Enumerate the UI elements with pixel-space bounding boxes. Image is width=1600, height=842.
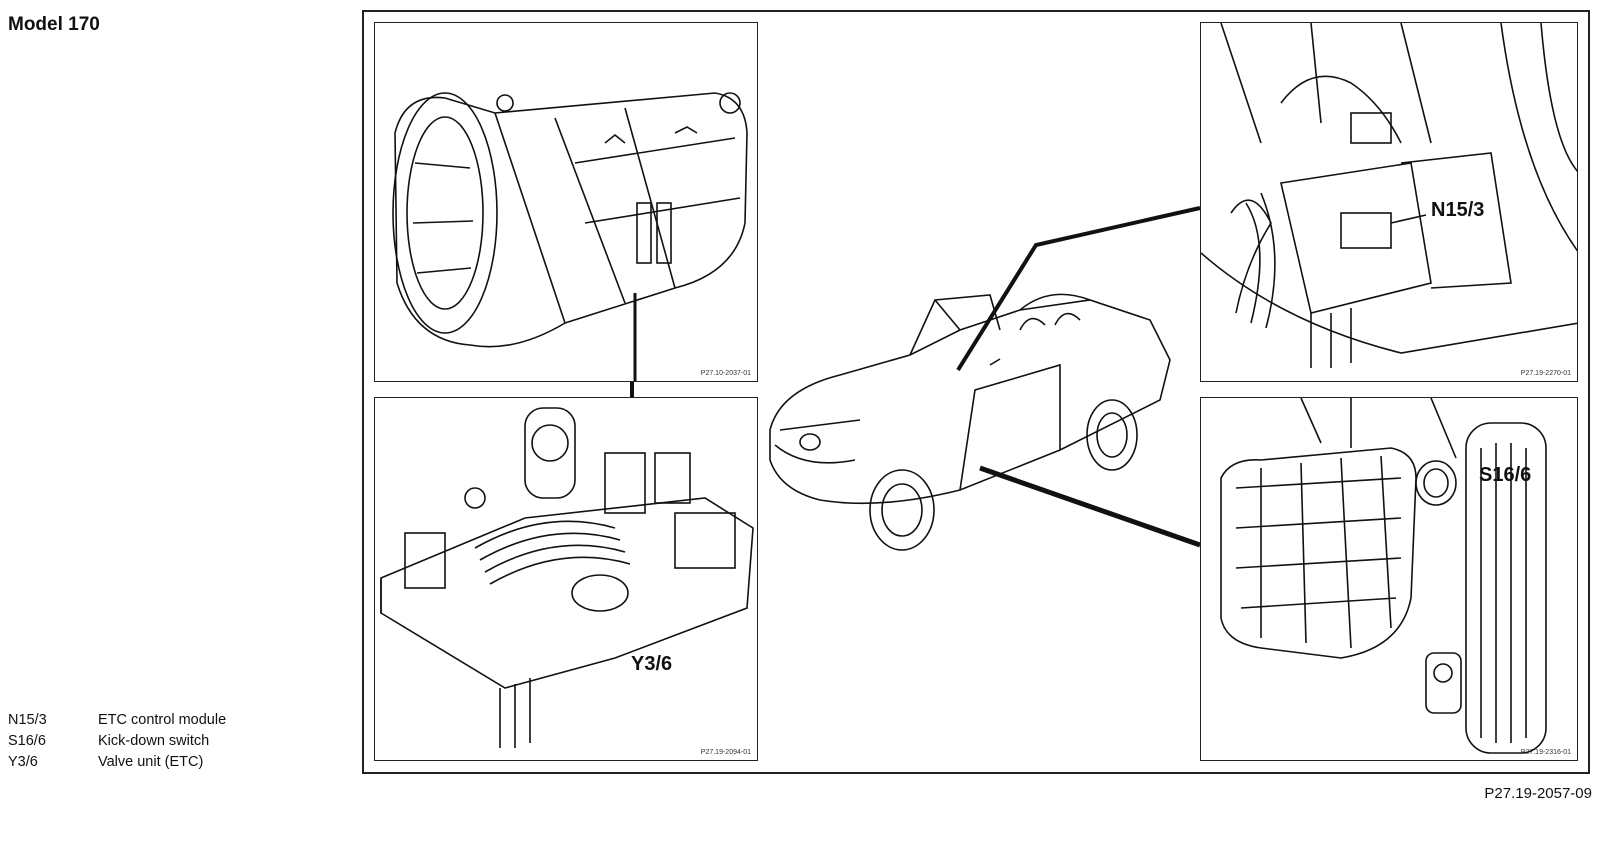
legend: N15/3 ETC control module S16/6 Kick-down… xyxy=(8,710,226,773)
callout-kickdown: S16/6 xyxy=(1479,464,1532,486)
model-title: Model 170 xyxy=(8,14,100,35)
valve-unit-drawing xyxy=(380,407,754,748)
legend-item: N15/3 ETC control module xyxy=(8,710,226,731)
panel-transmission: P27.10-2037-01 xyxy=(374,22,758,382)
transmission-drawing xyxy=(392,92,748,381)
panel-ref-control-module: P27.19-2270-01 xyxy=(1520,370,1571,377)
legend-code: N15/3 xyxy=(8,712,47,728)
panel-kickdown: S16/6 P27.19-2316-01 xyxy=(1200,397,1578,761)
legend-description: Kick-down switch xyxy=(98,733,210,749)
callout-valve-unit: Y3/6 xyxy=(631,653,673,675)
legend-item: Y3/6 Valve unit (ETC) xyxy=(8,752,226,773)
callout-control-module: N15/3 xyxy=(1431,199,1485,221)
panel-ref-kickdown: P27.19-2316-01 xyxy=(1520,749,1571,756)
legend-item: S16/6 Kick-down switch xyxy=(8,731,226,752)
legend-code: Y3/6 xyxy=(8,754,38,770)
legend-description: ETC control module xyxy=(98,712,227,728)
panel-ref-transmission: P27.10-2037-01 xyxy=(700,370,751,377)
legend-code: S16/6 xyxy=(8,733,46,749)
panel-valve-unit: Y3/6 P27.19-2094-01 xyxy=(374,397,758,761)
legend-description: Valve unit (ETC) xyxy=(98,754,204,770)
car-drawing xyxy=(769,293,1171,551)
figure-code: P27.19-2057-09 xyxy=(1484,785,1592,802)
kickdown-drawing xyxy=(1220,398,1547,754)
panel-ref-valve-unit: P27.19-2094-01 xyxy=(700,749,751,756)
control-module-drawing xyxy=(1201,23,1577,368)
panel-control-module: N15/3 P27.19-2270-01 xyxy=(1200,22,1578,382)
diagram-frame xyxy=(362,10,1590,774)
